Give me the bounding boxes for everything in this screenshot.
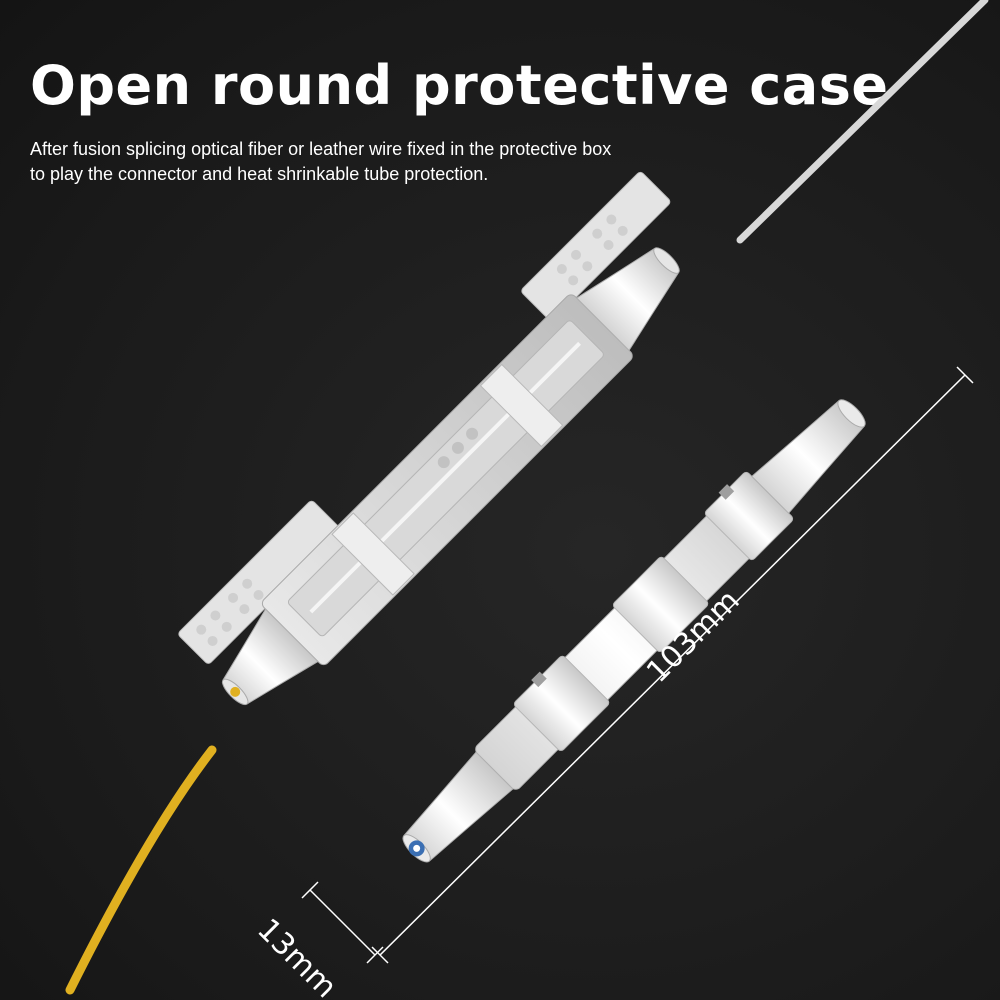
description-line-2: to play the connector and heat shrinkabl…	[30, 164, 489, 184]
page-title: Open round protective case	[30, 54, 889, 117]
length-dimension-line	[371, 366, 974, 964]
closed-protective-case	[402, 399, 866, 863]
description: After fusion splicing optical fiber or l…	[30, 137, 750, 187]
open-protective-case	[178, 171, 680, 706]
case-lid	[178, 171, 671, 664]
yellow-fiber-cable	[65, 745, 217, 995]
diameter-dimension-line	[301, 881, 384, 964]
description-line-1: After fusion splicing optical fiber or l…	[30, 139, 612, 159]
white-fiber-cable	[736, 0, 989, 244]
